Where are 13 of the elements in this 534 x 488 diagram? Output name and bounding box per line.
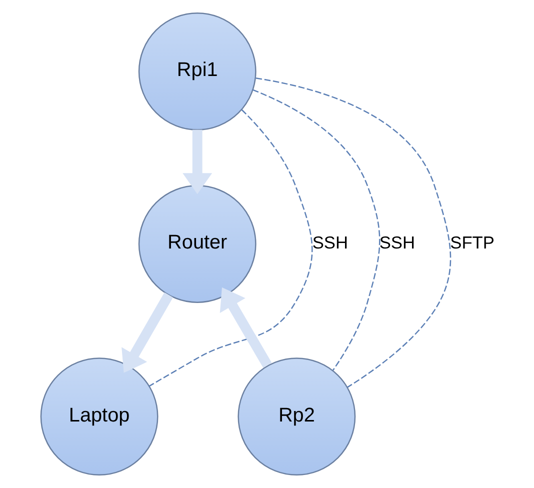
connector xyxy=(255,78,450,388)
edge-label: SSH xyxy=(378,232,415,253)
connector xyxy=(252,89,380,371)
arrow xyxy=(182,130,212,194)
node-circle: Rpi1 xyxy=(138,12,256,130)
node-circle: Laptop xyxy=(40,358,158,476)
edge-label: SSH xyxy=(312,232,348,253)
arrow xyxy=(219,287,272,368)
connector xyxy=(148,109,312,387)
node-circle: Rp2 xyxy=(237,358,356,476)
node-circle: Router xyxy=(138,185,256,303)
edge-label: SFTP xyxy=(450,232,494,253)
arrow xyxy=(121,292,173,373)
